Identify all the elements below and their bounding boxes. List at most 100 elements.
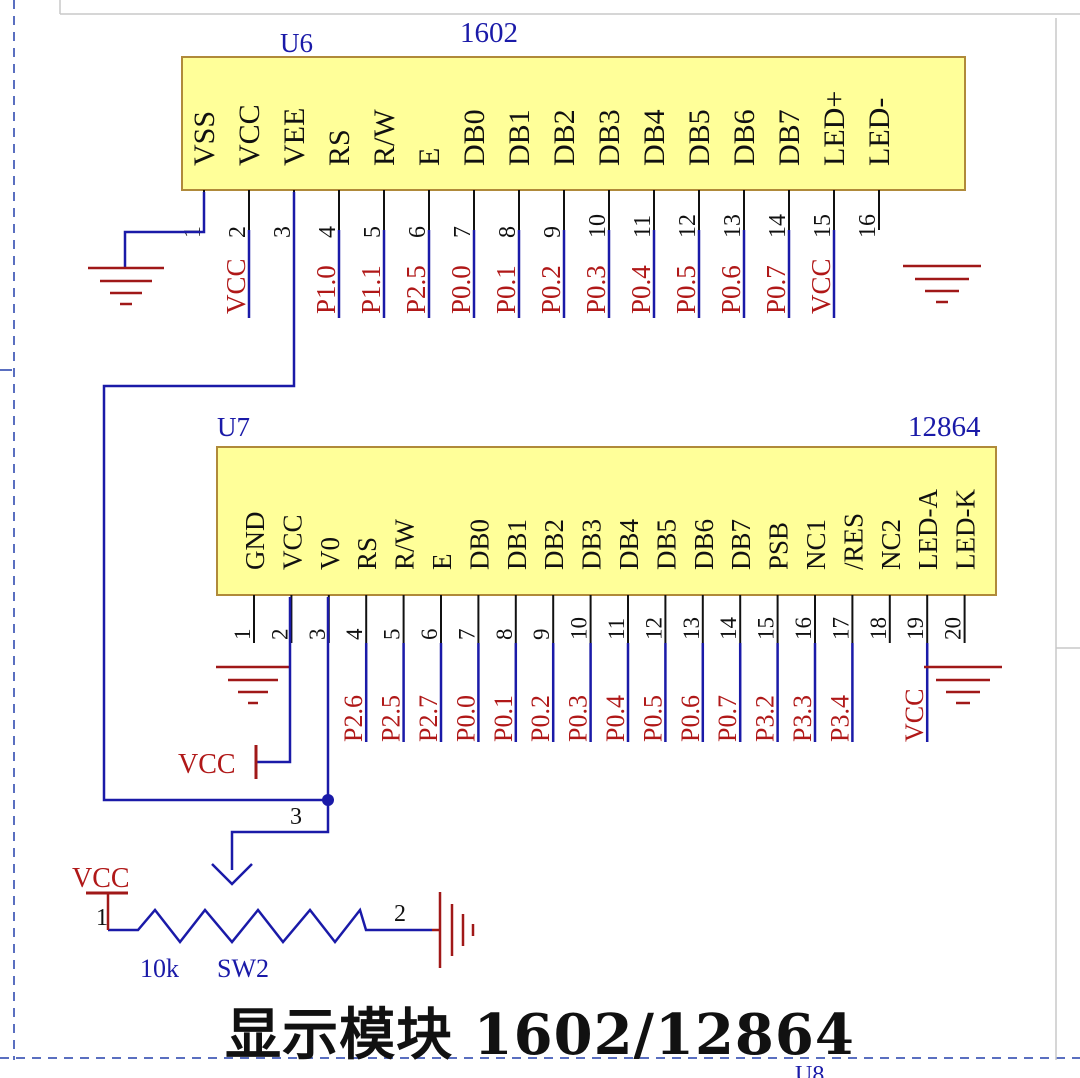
u7-pin-name: VCC: [277, 514, 307, 570]
u6-pin-name: LED-: [863, 98, 896, 166]
u6-pin-number: 2: [225, 226, 251, 238]
u6-pin-16[interactable]: LED- 16: [855, 98, 896, 238]
u7-pin-name: GND: [240, 512, 270, 571]
u7-pin-number: 8: [492, 629, 517, 641]
pot-resistor: [108, 907, 432, 945]
u7-pin-number: 5: [380, 629, 405, 641]
u7-net-label: P2.7: [414, 695, 443, 742]
u6-net-label: VCC: [221, 258, 251, 314]
u6-pin-number: 10: [585, 214, 611, 238]
u6-pin-name: VCC: [233, 104, 266, 166]
u7-pin-number: 18: [866, 617, 891, 640]
u6-net-label: P0.4: [626, 265, 656, 314]
u7-pin-name: DB0: [464, 519, 494, 570]
u6-pin-number: 14: [765, 214, 791, 238]
u6-pin-name: VSS: [188, 111, 221, 166]
u7-pin-name: DB7: [726, 519, 756, 570]
potentiometer-sw2[interactable]: VCC 1 2 10k SW2: [72, 863, 475, 983]
u7-pin-20[interactable]: LED-K20: [941, 489, 981, 643]
u7-pin-number: 11: [604, 618, 629, 640]
u6-net-label: P0.7: [761, 265, 791, 314]
u6-pin-number: 7: [450, 226, 476, 238]
u7-pin-number: 14: [716, 617, 741, 641]
u6-led-minus-ground: [903, 264, 981, 304]
u6-chip[interactable]: U6 1602 VSS1VCC2VCCVEE3RS4P1.0R/W5P1.1E6…: [180, 17, 966, 318]
u7-pin-name: /RES: [838, 513, 868, 570]
u6-net-label: P0.2: [536, 265, 566, 314]
u6-pin-name: R/W: [368, 109, 401, 166]
u6-pin-name: DB0: [458, 109, 491, 166]
u7-pin-number: 4: [342, 628, 367, 640]
u6-pin-number: 4: [315, 226, 341, 238]
u6-pin-name: DB2: [548, 109, 581, 166]
u7-pin-number: 19: [903, 617, 928, 640]
u7-vcc-port: VCC: [178, 597, 292, 780]
u7-chip[interactable]: U7 12864 GND1VCC2V03RS4P2.6R/W5P2.5E6P2.…: [216, 411, 997, 743]
u6-pin-name: DB4: [638, 109, 671, 166]
u7-pin-name: RS: [352, 537, 382, 570]
u6-pin-number: 9: [540, 226, 566, 238]
u6-ground-symbol: [88, 266, 164, 306]
u6-pin-9[interactable]: DB2 9P0.2: [536, 109, 581, 318]
u7-net-label: P0.4: [601, 695, 630, 742]
pot-pin2-number: 2: [394, 901, 406, 927]
pot-pin3-number: 3: [290, 804, 302, 830]
u7-body: [216, 446, 997, 596]
u6-body: [181, 56, 966, 191]
u6-pin-number: 11: [630, 215, 656, 238]
u7-pin-name: PSB: [764, 522, 794, 570]
u7-net-label: P3.2: [751, 695, 780, 742]
u7-pin-number: 2: [267, 629, 292, 641]
u7-net-label: P0.6: [676, 695, 705, 742]
u7-pin-number: 12: [641, 617, 666, 640]
pot-value: 10k: [140, 954, 179, 983]
u6-part-number: 1602: [460, 17, 518, 49]
u7-pin-number: 17: [828, 617, 853, 640]
u6-pin-5[interactable]: R/W 5P1.1: [356, 109, 401, 318]
u6-pin-name: DB5: [683, 109, 716, 166]
u7-pin-name: DB4: [614, 518, 644, 570]
u7-led-k-ground: [924, 665, 1002, 705]
u7-pin-name: NC1: [801, 519, 831, 570]
u6-net-label: P1.1: [356, 265, 386, 314]
u6-gnd-wire: [123, 192, 206, 268]
u7-pin-number: 3: [305, 629, 330, 641]
u7-net-label: P0.3: [564, 695, 593, 742]
u7-pin-2[interactable]: VCC 2: [267, 514, 307, 643]
u6-pin-name: RS: [323, 129, 356, 166]
u6-pin-number: 5: [360, 226, 386, 238]
pot-ground-symbol: [438, 892, 475, 968]
u6-pin-number: 16: [855, 214, 881, 238]
u7-net-label: P0.0: [451, 695, 480, 742]
